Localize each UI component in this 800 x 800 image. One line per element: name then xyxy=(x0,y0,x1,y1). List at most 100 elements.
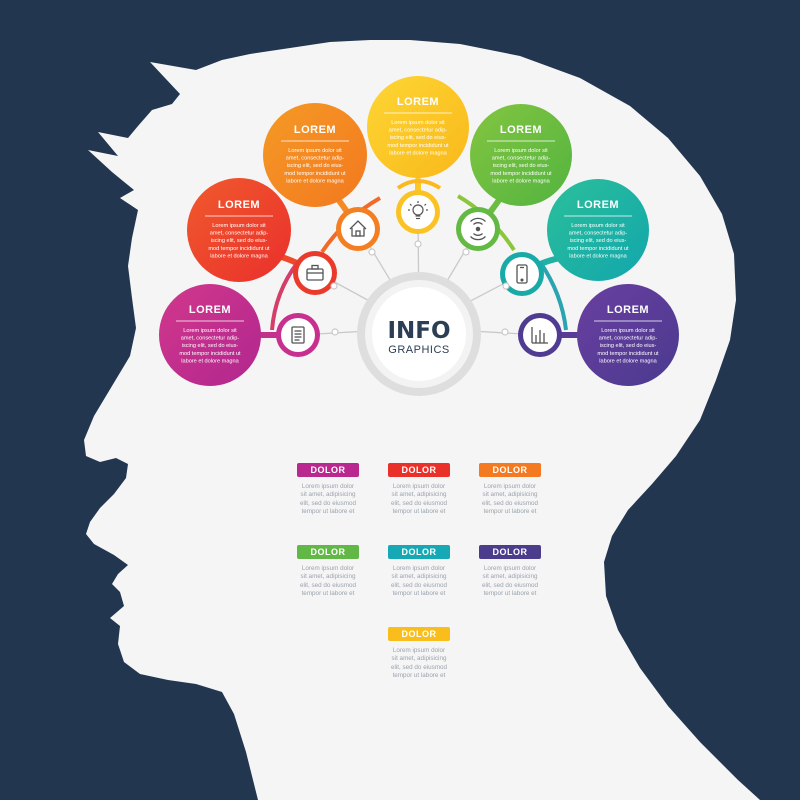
legend-tag: DOLOR xyxy=(297,545,359,559)
bubble-text-line: labore et dolore magna xyxy=(492,178,550,184)
bubble-title: LOREM xyxy=(577,199,619,211)
icon-node-teal xyxy=(500,252,544,296)
center-title: INFO xyxy=(387,318,450,344)
bubble-circle xyxy=(547,179,649,281)
bubble-circle xyxy=(159,284,261,386)
bubble-orange: LOREM Lorem ipsum dolor sit amet, consecte… xyxy=(263,103,367,207)
bubble-text-line: mod tempor incididunt ut xyxy=(179,351,241,357)
bubble-text-line: Lorem ipsum dolor sit xyxy=(494,148,548,154)
wireless-icon xyxy=(470,217,486,241)
bubble-text-line: mod tempor incididunt ut xyxy=(490,171,552,177)
icon-node-green xyxy=(456,207,500,251)
bubble-teal: LOREM Lorem ipsum dolor sit amet, consecte… xyxy=(547,179,649,281)
bubble-text-line: labore et dolore magna xyxy=(599,358,657,364)
bubble-text-line: amet, consectetur adip- xyxy=(286,156,345,162)
bubble-text-line: mod tempor incididunt ut xyxy=(284,171,346,177)
bubble-text-line: labore et dolore magna xyxy=(210,253,268,259)
bubble-text-line: Lorem ipsum dolor sit xyxy=(288,148,342,154)
bubble-text-line: iscing elit, sed do eius- xyxy=(182,343,239,349)
bubble-circle xyxy=(577,284,679,386)
bubble-title: LOREM xyxy=(607,304,649,316)
center-subtitle: GRAPHICS xyxy=(388,344,449,356)
bubble-text-line: amet, consectetur adip- xyxy=(389,128,448,134)
bubble-magenta: LOREM Lorem ipsum dolor sit amet, consecte… xyxy=(159,284,261,386)
legend-tag: DOLOR xyxy=(388,545,450,559)
spoke-dots xyxy=(330,240,510,336)
bubble-title: LOREM xyxy=(294,124,336,136)
bubble-text-line: Lorem ipsum dolor sit xyxy=(571,223,625,229)
bubble-text-line: amet, consectetur adip- xyxy=(569,231,628,237)
bubble-text-line: iscing elit, sed do eius- xyxy=(287,163,344,169)
bubble-circle xyxy=(263,103,367,207)
bubble-title: LOREM xyxy=(189,304,231,316)
briefcase-icon xyxy=(306,264,324,281)
icon-node-orange xyxy=(336,207,380,251)
bubble-text-line: iscing elit, sed do eius- xyxy=(390,135,447,141)
bubble-circle xyxy=(470,104,572,206)
bubble-text-line: mod tempor incididunt ut xyxy=(387,143,449,149)
home-icon xyxy=(349,220,367,237)
legend-tag: DOLOR xyxy=(388,463,450,477)
bar-chart-icon xyxy=(531,327,548,344)
bubble-title: LOREM xyxy=(500,124,542,136)
bubble-text-line: amet, consectetur adip- xyxy=(181,336,240,342)
bubble-text-line: iscing elit, sed do eius- xyxy=(570,238,627,244)
bubble-green: LOREM Lorem ipsum dolor sit amet, consecte… xyxy=(470,104,572,206)
bubble-text-line: Lorem ipsum dolor sit xyxy=(601,328,655,334)
icon-node-magenta xyxy=(276,313,320,357)
arc-connector xyxy=(538,260,568,331)
smartphone-icon xyxy=(516,264,528,284)
icon-nodes xyxy=(276,190,562,357)
bubble-title: LOREM xyxy=(397,96,439,108)
legend-tag: DOLOR xyxy=(297,463,359,477)
arc-connector xyxy=(396,179,442,190)
bubble-circle xyxy=(187,178,291,282)
bubble-title: LOREM xyxy=(218,199,260,211)
bubble-text-line: iscing elit, sed do eius- xyxy=(493,163,550,169)
bubble-text-line: Lorem ipsum dolor sit xyxy=(183,328,237,334)
icon-node-yellow xyxy=(396,190,440,234)
icon-node-purple xyxy=(518,313,562,357)
bubble-text-line: iscing elit, sed do eius- xyxy=(211,238,268,244)
bubble-text-line: iscing elit, sed do eius- xyxy=(600,343,657,349)
document-icon xyxy=(291,326,305,344)
bubble-text-line: amet, consectetur adip- xyxy=(210,231,269,237)
bubble-text-line: labore et dolore magna xyxy=(286,178,344,184)
legend-tag: DOLOR xyxy=(479,545,541,559)
bubble-purple: LOREM Lorem ipsum dolor sit amet, consecte… xyxy=(577,284,679,386)
bubble-text-line: Lorem ipsum dolor sit xyxy=(391,120,445,126)
bubble-text-line: labore et dolore magna xyxy=(181,358,239,364)
bubble-text-line: mod tempor incididunt ut xyxy=(208,246,270,252)
bubble-text-line: mod tempor incididunt ut xyxy=(567,246,629,252)
center-hub: INFO GRAPHICS xyxy=(357,272,481,396)
bubble-text-line: amet, consectetur adip- xyxy=(492,156,551,162)
bubble-text-line: amet, consectetur adip- xyxy=(599,336,658,342)
bubble-nodes: LOREM Lorem ipsum dolor sit amet, consecte… xyxy=(159,76,679,386)
bubble-yellow: LOREM Lorem ipsum dolor sit amet, consecte… xyxy=(367,76,469,178)
bubble-text-line: labore et dolore magna xyxy=(389,150,447,156)
bubble-text-line: mod tempor incididunt ut xyxy=(597,351,659,357)
lightbulb-icon xyxy=(408,201,428,220)
icon-node-red xyxy=(293,251,337,295)
legend-tag: DOLOR xyxy=(479,463,541,477)
bubble-text-line: labore et dolore magna xyxy=(569,253,627,259)
bubble-circle xyxy=(367,76,469,178)
legend-tag: DOLOR xyxy=(388,627,450,641)
